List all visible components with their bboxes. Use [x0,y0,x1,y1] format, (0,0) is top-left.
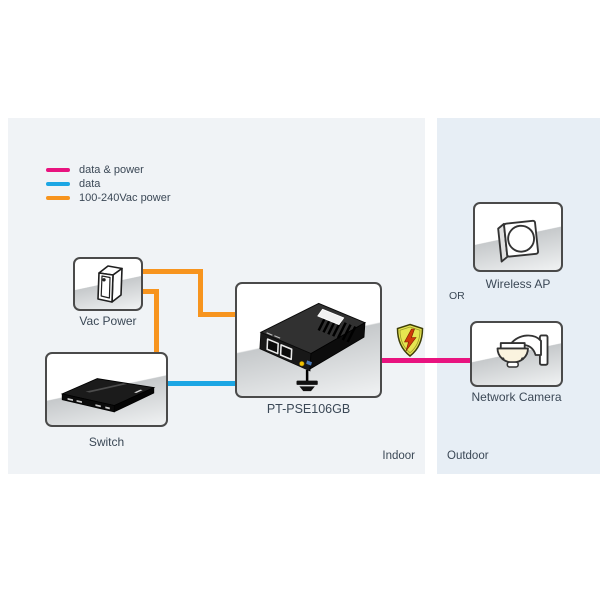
legend-item-data: data [46,177,171,191]
legend-item-ac-power: 100-240Vac power [46,191,171,205]
legend-item-data-power: data & power [46,163,171,177]
outdoor-zone-label: Outdoor [447,450,489,462]
ac-power-line-vac-to-injector-v [198,269,203,317]
vac-power-label: Vac Power [79,314,137,328]
indoor-zone-label: Indoor [382,450,415,462]
outdoor-zone-panel [437,118,600,474]
wireless-ap-label: Wireless AP [485,277,551,291]
legend-label: data [79,177,101,190]
data-line-switch-to-injector [168,381,236,386]
injector-label: PT-PSE106GB [266,402,351,416]
wireless-ap-box [473,202,563,272]
switch-box [45,352,168,427]
data-line-swatch [46,182,70,186]
legend-label: 100-240Vac power [79,191,171,204]
ac-power-line-vac-to-injector-h2 [198,312,236,317]
data-power-line-injector-to-camera [381,358,471,363]
legend: data & power data 100-240Vac power [46,163,171,205]
poe-injector-icon [259,302,367,392]
switch-label: Switch [88,435,125,449]
network-camera-box [470,321,563,387]
data-power-line-swatch [46,168,70,172]
ac-power-line-swatch [46,196,70,200]
or-label: OR [449,290,465,302]
network-camera-label: Network Camera [471,390,562,404]
ac-power-line-vac-to-switch-v [154,289,159,353]
legend-label: data & power [79,163,144,176]
vac-power-box [73,257,143,311]
dome-camera-icon [496,334,549,368]
shield-lightning-icon [396,323,424,357]
ac-power-line-vac-to-switch-h [143,289,159,294]
ethernet-switch-icon [60,378,156,413]
power-supply-icon [97,265,123,303]
injector-box [235,282,382,398]
ac-power-line-vac-to-injector-h1 [143,269,203,274]
wireless-ap-icon [497,219,539,263]
